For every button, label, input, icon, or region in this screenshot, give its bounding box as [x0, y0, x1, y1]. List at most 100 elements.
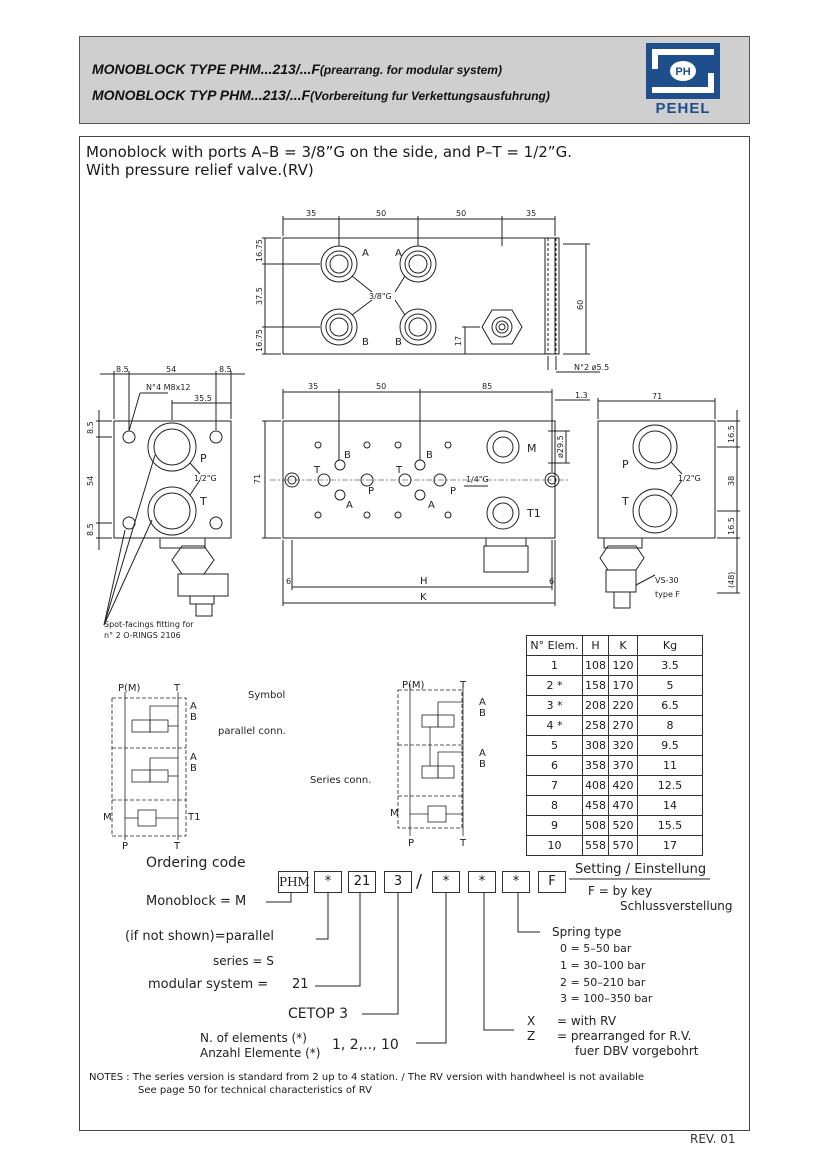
symbol-label: A	[479, 748, 486, 759]
port-label: A	[395, 248, 402, 259]
dim-label: 35	[526, 209, 536, 218]
series-symbol	[397, 684, 464, 836]
symbol-label: B	[479, 759, 486, 770]
dim-label: 8.5	[116, 365, 129, 374]
symbol-label: T	[173, 841, 181, 852]
port-label: B	[426, 450, 433, 461]
symbol-label: P(M)	[118, 683, 141, 694]
symbol-label: B	[479, 708, 486, 719]
code-box-cetop: 3	[384, 871, 412, 893]
table-cell: 9	[526, 815, 583, 836]
port-label: T	[199, 495, 207, 508]
table-cell: 520	[608, 815, 638, 836]
port-label: P	[622, 458, 629, 471]
thread-label: 1/4"G	[466, 475, 489, 484]
dim-label: 35	[306, 209, 316, 218]
table-cell: 308	[582, 735, 609, 756]
mount-hole-left-icon	[284, 472, 300, 488]
dim-label: 85	[482, 382, 492, 391]
pehel-logo: PH PEHEL	[646, 43, 720, 117]
modular-system-value: 21	[292, 977, 309, 992]
table-cell: 6.5	[637, 695, 703, 716]
intro-text: Monoblock with ports A–B = 3/8”G on the …	[86, 143, 572, 179]
port-label: P	[450, 486, 456, 497]
table-cell: 408	[582, 775, 609, 796]
symbol-label: P(M)	[402, 680, 425, 691]
ordering-code-title: Ordering code	[146, 855, 246, 871]
notes-line-1: NOTES : The series version is standard f…	[89, 1072, 645, 1083]
mount-hole-right-icon	[544, 472, 560, 488]
symbol-title: Symbol	[248, 690, 285, 701]
spring-option: 0 = 5–50 bar	[560, 942, 632, 955]
table-cell: 358	[582, 755, 609, 776]
code-box-system: 21	[348, 871, 376, 893]
monoblock-label: Monoblock = M	[146, 894, 247, 909]
title-english: MONOBLOCK TYPE PHM...213/...F(prearrang.…	[92, 61, 502, 77]
right-view	[597, 398, 740, 609]
table-cell: 320	[608, 735, 638, 756]
port-label: T1	[526, 507, 541, 520]
symbol-label: T	[459, 680, 467, 691]
dim-label: (48)	[727, 572, 736, 588]
table-cell: 15.5	[637, 815, 703, 836]
setting-title: Setting / Einstellung	[575, 862, 707, 877]
port-label: T	[621, 495, 629, 508]
code-box-rv: *	[468, 871, 496, 893]
symbol-label: B	[190, 763, 197, 774]
table-cell: 158	[582, 675, 609, 696]
left-view	[96, 371, 245, 626]
valve-label: type F	[655, 590, 680, 599]
table-cell: 270	[608, 715, 638, 736]
column-header: Kg	[637, 635, 703, 656]
code-box-type: *	[314, 871, 342, 893]
rv-option-z-text-de: fuer DBV vorgebohrt	[575, 1044, 699, 1058]
table-cell: 558	[582, 835, 609, 856]
port-label: B	[344, 450, 351, 461]
intro-line-2: With pressure relief valve.(RV)	[86, 161, 314, 179]
ordering-leader-lines	[266, 878, 710, 1044]
dim-label: 71	[253, 474, 262, 484]
port-b-left-icon	[320, 308, 358, 346]
port-t-right-icon	[632, 488, 678, 534]
thread-label: 1/2"G	[194, 474, 217, 483]
dim-label: 35	[308, 382, 318, 391]
holes-label: N°2 ø5.5	[574, 363, 609, 372]
dim-label: 8.5	[86, 421, 95, 434]
cetop-label: CETOP 3	[288, 1006, 348, 1022]
table-cell: 14	[637, 795, 703, 816]
port-label: P	[368, 486, 374, 497]
symbol-label: A	[190, 752, 197, 763]
dim-label: H	[420, 576, 428, 587]
dim-label: ø29.5	[556, 435, 565, 458]
symbol-label: M	[103, 812, 112, 823]
elements-values: 1, 2,.., 10	[332, 1037, 399, 1053]
rv-option-x-text: = with RV	[557, 1014, 617, 1028]
table-cell: 4 *	[526, 715, 583, 736]
dim-label: 16.75	[255, 329, 264, 352]
spring-option: 3 = 100–350 bar	[560, 992, 653, 1005]
port-label: P	[200, 452, 207, 465]
table-cell: 8	[526, 795, 583, 816]
dim-label: 54	[86, 476, 95, 486]
port-p-left-icon	[147, 422, 197, 472]
dim-label: 54	[166, 365, 176, 374]
dim-label: 16.5	[727, 425, 736, 443]
notes: NOTES : The series version is standard f…	[89, 1071, 644, 1097]
symbol-label: T	[173, 683, 181, 694]
dim-label: 8.5	[86, 523, 95, 536]
table-cell: 220	[608, 695, 638, 716]
column-header: N° Elem.	[526, 635, 583, 656]
port-label: A	[428, 500, 435, 511]
top-view	[262, 216, 600, 373]
dim-label: 17	[454, 336, 463, 346]
dim-label: 38	[727, 476, 736, 486]
dim-label: 60	[576, 300, 585, 310]
table-cell: 12.5	[637, 775, 703, 796]
table-cell: 3 *	[526, 695, 583, 716]
